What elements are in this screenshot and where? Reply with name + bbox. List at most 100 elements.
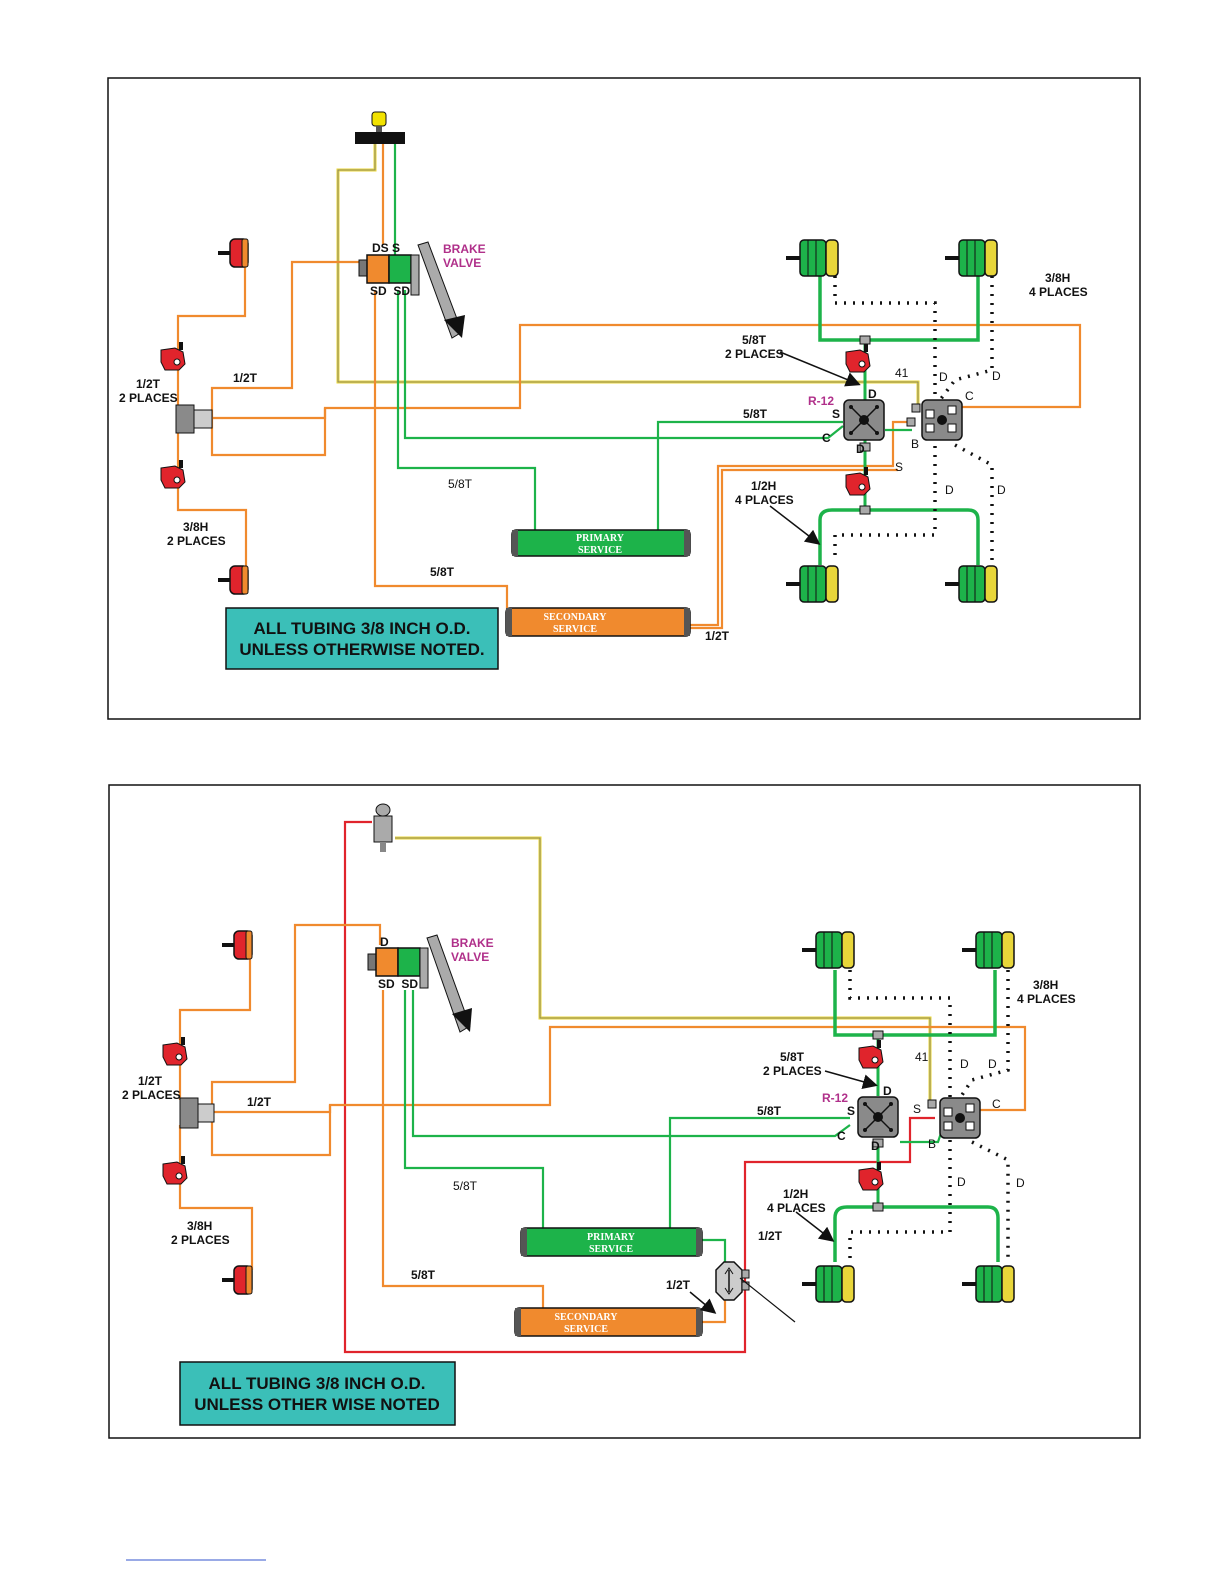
bottom-label-halft-right: 1/2T: [758, 1229, 783, 1243]
bottom-rear-chamber-4: [961, 1265, 1015, 1303]
bottom-port-d4: D: [988, 1057, 997, 1071]
bottom-yellow-line: [395, 836, 932, 1100]
bottom-port-s2: S: [913, 1102, 921, 1116]
top-rear-valve-lower: [845, 466, 871, 496]
top-label-38h-right-1: 3/8H: [1045, 271, 1070, 285]
bottom-note-line-2: UNLESS OTHER WISE NOTED: [194, 1395, 440, 1414]
top-label-58t-c: 5/8T: [743, 407, 768, 421]
bottom-label-58t-b: 5/8T: [411, 1268, 436, 1282]
bottom-valve-ports-bottom: SD SD: [378, 977, 418, 991]
top-r12-relay-valve: [843, 399, 885, 441]
top-front-chamber-upper: [217, 238, 249, 268]
top-primary-tank-label-2: SERVICE: [578, 545, 622, 556]
top-label-halft-bottom: 1/2T: [705, 629, 730, 643]
top-label-halft-left-2: 2 PLACES: [119, 391, 178, 405]
top-label-12h-1: 1/2H: [751, 479, 776, 493]
bottom-label-12h-1: 1/2H: [783, 1187, 808, 1201]
bottom-diagram: D SD SD BRAKE VALVE PRIMARY SERVICE SECO…: [108, 784, 1141, 1439]
top-brake-label-1: BRAKE: [443, 242, 486, 256]
top-frame: [107, 77, 1141, 720]
top-port-d3: D: [939, 370, 948, 384]
bottom-secondary-tank-label-2: SERVICE: [564, 1324, 608, 1335]
bottom-rear-chamber-2: [961, 931, 1015, 969]
top-valve-ports-bottom: SD SD: [370, 284, 410, 298]
bottom-green-lines: [403, 970, 1000, 1262]
top-port-d1: D: [868, 387, 877, 401]
top-secondary-tank-label-2: SERVICE: [553, 624, 597, 635]
bottom-front-chamber-upper: [221, 930, 253, 960]
top-label-r12: R-12: [808, 394, 834, 408]
bottom-front-valve-upper: [162, 1036, 188, 1066]
top-secondary-tank-label-1: SECONDARY: [544, 612, 608, 623]
bottom-front-qr-valve: [179, 1097, 215, 1129]
top-primary-tank-label-1: PRIMARY: [576, 533, 625, 544]
top-diagram: DS S SD SD BRAKE VALVE PRIMARY SERVICE S…: [107, 77, 1141, 720]
bottom-port-s1: S: [847, 1104, 855, 1118]
top-note-line-1: ALL TUBING 3/8 INCH O.D.: [254, 619, 471, 638]
top-port-s1: S: [832, 407, 840, 421]
bottom-rear-valve-upper: [858, 1039, 884, 1069]
bottom-brake-label-2: VALVE: [451, 950, 489, 964]
bottom-parking-valve[interactable]: [373, 803, 393, 852]
bottom-label-r12: R-12: [822, 1091, 848, 1105]
bottom-red-line: [343, 820, 935, 1354]
bottom-label-58t-places-2: 2 PLACES: [763, 1064, 822, 1078]
bottom-spring-brake-valve: [939, 1097, 981, 1139]
bottom-port-c2: C: [992, 1097, 1001, 1111]
top-front-valve-upper: [160, 341, 186, 371]
top-label-halft-left-1: 1/2T: [136, 377, 161, 391]
bottom-label-38h-right-1: 3/8H: [1033, 978, 1058, 992]
bottom-port-c1: C: [837, 1129, 846, 1143]
top-brake-valve[interactable]: [358, 241, 465, 339]
top-label-58t-a: 5/8T: [448, 477, 473, 491]
top-port-d4: D: [992, 369, 1001, 383]
top-label-38h-right-2: 4 PLACES: [1029, 285, 1088, 299]
top-front-valve-lower: [160, 459, 186, 489]
bottom-label-halft-check: 1/2T: [666, 1278, 691, 1292]
top-note-line-2: UNLESS OTHERWISE NOTED.: [239, 640, 484, 659]
bottom-label-halft-left-2: 2 PLACES: [122, 1088, 181, 1102]
top-spring-brake-valve: [921, 399, 963, 441]
bottom-label-41: 41: [915, 1050, 929, 1064]
bottom-secondary-tank: [514, 1307, 703, 1337]
bottom-port-d2: D: [871, 1139, 880, 1153]
top-label-halft-line: 1/2T: [233, 371, 258, 385]
bottom-valve-ports-top: D: [380, 935, 389, 949]
bottom-port-d5: D: [957, 1175, 966, 1189]
bottom-secondary-tank-label-1: SECONDARY: [555, 1312, 619, 1323]
top-label-12h-2: 4 PLACES: [735, 493, 794, 507]
bottom-rear-valve-lower: [858, 1161, 884, 1191]
bottom-label-halft-left-1: 1/2T: [138, 1074, 163, 1088]
top-secondary-tank: [505, 607, 691, 637]
top-port-b: B: [911, 437, 919, 451]
top-label-38h-left-2: 2 PLACES: [167, 534, 226, 548]
bottom-tee-lower: [872, 1202, 884, 1212]
bottom-label-38h-left-2: 2 PLACES: [171, 1233, 230, 1247]
top-label-41: 41: [895, 366, 909, 380]
top-port-d2: D: [856, 442, 865, 456]
bottom-primary-tank: [520, 1227, 703, 1257]
top-port-s2: S: [895, 460, 903, 474]
top-tee-lower: [859, 505, 871, 515]
top-port-d6: D: [997, 483, 1006, 497]
bottom-orange-lines: [178, 923, 1027, 1324]
top-green-lines: [393, 143, 980, 565]
top-label-58t-places-1: 5/8T: [742, 333, 767, 347]
top-rear-chamber-3: [785, 565, 839, 603]
bottom-double-check-valve: [715, 1261, 796, 1323]
top-label-38h-left-1: 3/8H: [183, 520, 208, 534]
bottom-label-58t-c: 5/8T: [757, 1104, 782, 1118]
top-label-58t-places-2: 2 PLACES: [725, 347, 784, 361]
top-parking-valve[interactable]: [355, 111, 405, 144]
top-rear-chamber-1: [785, 239, 839, 277]
top-valve-ports-top: DS S: [372, 241, 400, 255]
bottom-frame: [108, 784, 1141, 1439]
top-front-qr-valve: [175, 404, 213, 434]
bottom-note-box: [179, 1361, 456, 1426]
top-note-box: [225, 607, 499, 670]
top-rear-valve-upper: [845, 343, 871, 373]
bottom-front-chamber-lower: [221, 1265, 253, 1295]
bottom-brake-valve[interactable]: [367, 934, 472, 1033]
bottom-label-12h-2: 4 PLACES: [767, 1201, 826, 1215]
